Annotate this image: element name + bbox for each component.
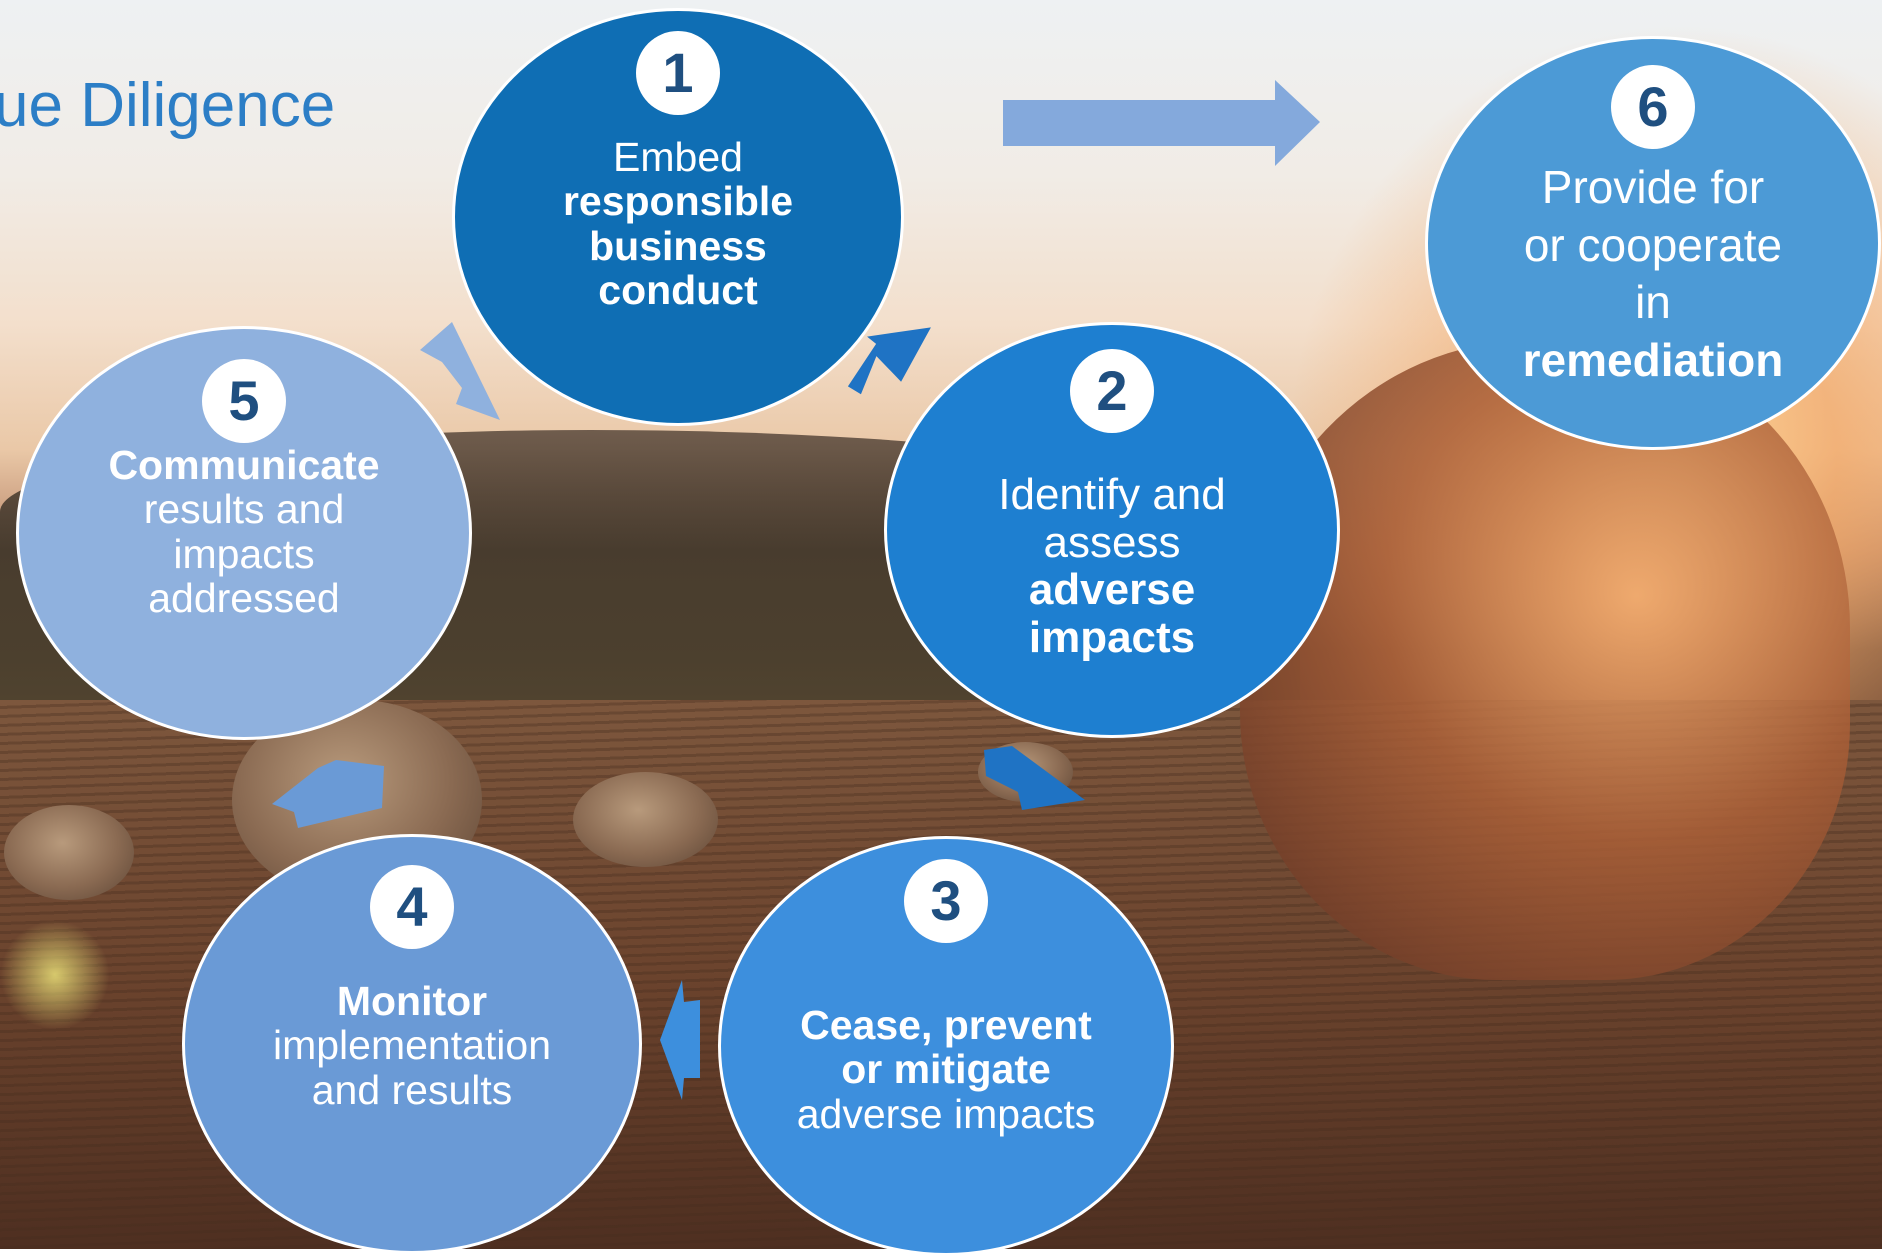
step-text-line: assess [1043,517,1181,567]
step-text-line: or cooperate [1523,218,1783,271]
diagram-title: ue Diligence [0,71,336,140]
arrow-step-1-to-2 [847,327,931,395]
arrow-step-2-to-3 [984,746,1085,810]
step-text-line: business [589,222,767,269]
step-text-line: addressed [148,574,340,621]
step-text-line: Provide for [1541,161,1765,213]
step-number-badge: 4 [370,865,454,949]
background-hay-bale [573,772,718,867]
step-label: Embed responsible business conduct [563,135,793,312]
step-label: Cease, prevent or mitigate adverse impac… [797,1003,1096,1136]
step-text-line: responsible [562,178,794,225]
step-label: Communicate results and impacts addresse… [108,443,379,620]
step-label: Provide for or cooperate in remediation [1523,159,1784,389]
arrow-step-3-to-4 [660,980,700,1100]
arrow-step-4-to-5 [272,760,384,828]
step-number-badge: 2 [1070,349,1154,433]
step-1-circle: 1 Embed responsible business conduct [452,8,904,426]
step-text-line: results and [143,486,345,533]
step-text-line: Embed [613,134,743,180]
background-hay-bale [4,805,134,900]
step-text-line: Communicate [108,442,380,488]
step-3-circle: 3 Cease, prevent or mitigate adverse imp… [718,836,1174,1256]
step-text-line: remediation [1522,333,1784,386]
step-text-line: or mitigate [841,1046,1051,1093]
arrow-to-step-6 [1003,80,1320,166]
step-text-line: adverse impacts [796,1090,1096,1137]
step-number-badge: 5 [202,359,286,443]
step-text-line: impacts [1028,612,1196,662]
step-text-line: Identify and [998,470,1226,519]
arrow-step-5-to-1 [420,322,500,420]
step-label: Identify and assess adverse impacts [998,471,1226,661]
step-number-badge: 6 [1611,65,1695,149]
step-text-line: implementation [272,1022,552,1069]
step-text-line: conduct [598,266,758,313]
step-6-circle: 6 Provide for or cooperate in remediatio… [1425,36,1881,450]
step-2-circle: 2 Identify and assess adverse impacts [884,322,1340,738]
step-text-line: adverse [1028,565,1196,615]
step-text-line: in [1635,276,1671,328]
step-4-circle: 4 Monitor implementation and results [182,834,642,1254]
lens-flare [0,920,110,1030]
step-text-line: Monitor [336,978,488,1024]
step-text-line: impacts [173,530,315,577]
step-5-circle: 5 Communicate results and impacts addres… [16,326,472,740]
step-label: Monitor implementation and results [273,979,551,1112]
step-number-badge: 1 [636,31,720,115]
step-text-line: and results [311,1066,513,1113]
step-number-badge: 3 [904,859,988,943]
step-text-line: Cease, prevent [800,1002,1092,1048]
background-hay-bale-large [1240,340,1850,980]
